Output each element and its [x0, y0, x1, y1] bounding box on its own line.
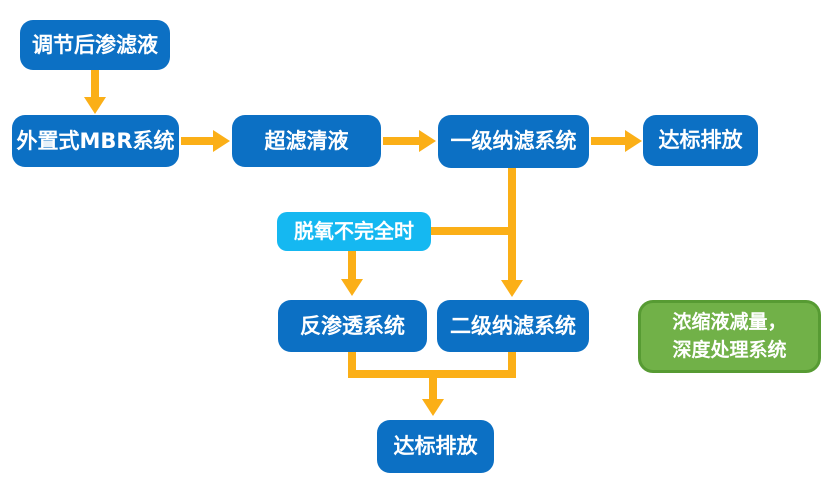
- arrowhead-nf1-to-discharge: [625, 130, 642, 152]
- arrowhead-nf1-to-nf2: [501, 280, 523, 297]
- arrowhead-mbr-to-uf: [213, 130, 230, 152]
- node-discharge-top: 达标排放: [643, 115, 758, 166]
- arrowhead-merge-to-discharge: [422, 399, 444, 416]
- node-deoxygen-incomplete-condition: 脱氧不完全时: [277, 212, 431, 251]
- node-adjusted-leachate: 调节后渗滤液: [20, 20, 170, 70]
- line-merge-ro-nf2: [348, 352, 516, 378]
- concentrate-annotation-line1: 浓缩液减量，: [672, 310, 787, 333]
- node-external-mbr-system: 外置式MBR系统: [12, 115, 179, 167]
- node-discharge-bottom: 达标排放: [377, 420, 494, 473]
- node-reverse-osmosis-system: 反渗透系统: [278, 300, 427, 352]
- concentrate-annotation-line2: 深度处理系统: [672, 338, 787, 361]
- node-nf-stage2-system: 二级纳滤系统: [437, 300, 589, 352]
- node-nf-stage1-system: 一级纳滤系统: [438, 115, 589, 168]
- node-uf-clear-liquid: 超滤清液: [232, 115, 381, 167]
- node-concentrate-reduction-annotation: 浓缩液减量， 深度处理系统: [638, 300, 821, 373]
- arrowhead-adjusted-to-mbr: [84, 97, 106, 114]
- arrowhead-uf-to-nf1: [419, 130, 436, 152]
- arrowhead-deoxygen-to-ro: [341, 279, 363, 296]
